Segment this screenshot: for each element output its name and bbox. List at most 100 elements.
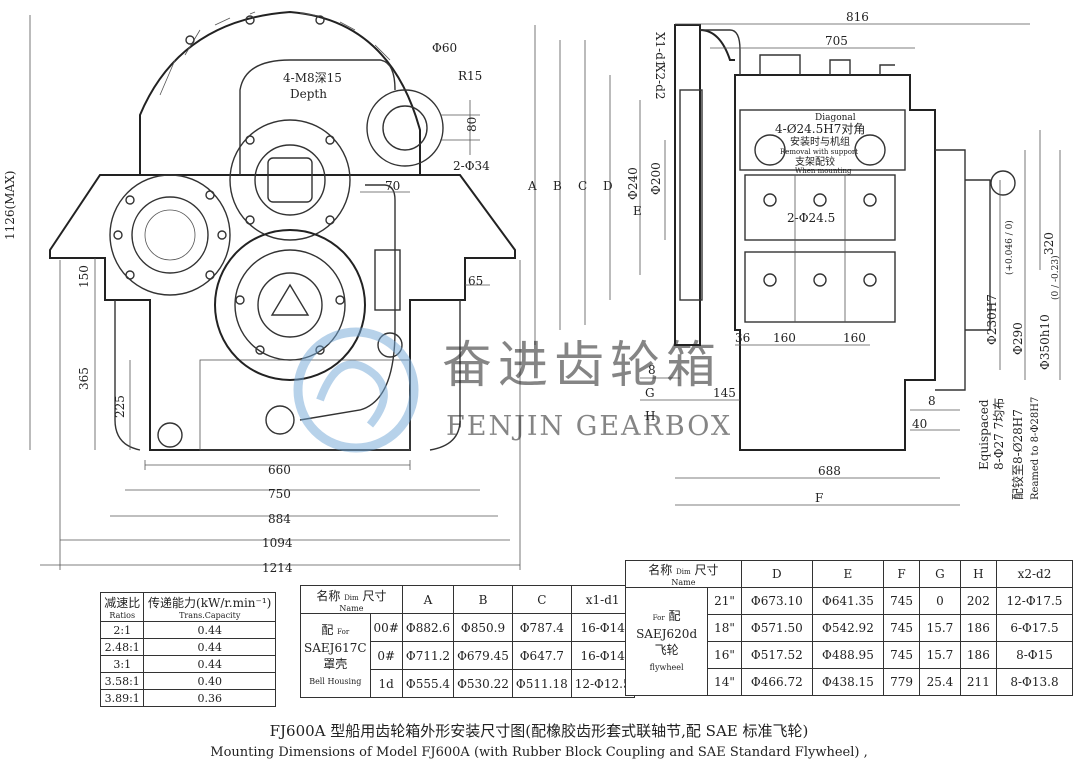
- support2-cn: 支架配铰: [795, 155, 835, 168]
- input-shaft-hub: [144, 209, 196, 261]
- dim-65: 65: [468, 274, 483, 288]
- col-header-G: G: [919, 560, 961, 588]
- value-cell: 15.7: [919, 614, 961, 642]
- table-row: 0# Φ711.2 Φ679.45 Φ647.7 16-Φ14: [301, 641, 635, 670]
- upper-gear-outer: [229, 119, 351, 241]
- flywheel-table: 名称 Dim 尺寸 Name D E F G H x2-d2 For 配 SAE…: [624, 560, 1074, 696]
- support-cn: 安装时与机组: [790, 135, 850, 148]
- value-cell: 186: [959, 641, 997, 669]
- table-row: 16" Φ517.52 Φ488.95 745 15.7 186 8-Φ15: [626, 641, 1074, 669]
- table-row: 1d Φ555.4 Φ530.22 Φ511.18 12-Φ12.5: [301, 669, 635, 698]
- dim-A: A: [527, 179, 537, 193]
- ratio-cell: 2:1: [99, 621, 145, 639]
- dim-1094: 1094: [262, 536, 293, 550]
- dim-884: 884: [268, 512, 291, 526]
- size-cell: 21": [707, 587, 742, 615]
- dim-B: B: [553, 179, 562, 193]
- dim-m8: 4-M8深15: [283, 71, 342, 85]
- input-shaft-inner: [131, 196, 209, 274]
- value-cell: 779: [882, 668, 921, 696]
- dim-705: 705: [825, 34, 848, 48]
- oil-filter: [374, 249, 401, 311]
- front-dimension-lines: [29, 15, 521, 570]
- value-cell: 745: [882, 587, 921, 615]
- dim-1214: 1214: [262, 561, 293, 575]
- value-cell: Φ787.4: [511, 613, 572, 642]
- reamed-en: Reamed to 8-Φ28H7: [1030, 397, 1041, 500]
- watermark-logo-ring: [293, 327, 419, 453]
- dim-70: 70: [385, 179, 400, 193]
- side-view: 816 705 X1-d1 X2-d2 A B C D E Φ240 Φ200 …: [527, 10, 1061, 506]
- side-upper-block: [739, 109, 906, 171]
- capacity-cell: 0.44: [143, 655, 276, 673]
- oil-pump-port: [265, 405, 295, 435]
- capacity-cell: 0.44: [143, 621, 276, 639]
- dim-2-phi34: 2-Φ34: [453, 159, 490, 173]
- dim-height-max: 1126(MAX): [3, 171, 17, 240]
- value-cell: Φ466.72: [740, 668, 813, 696]
- dim-phi240: Φ240: [626, 167, 640, 200]
- caption-english: Mounting Dimensions of Model FJ600A (wit…: [210, 745, 868, 760]
- output-flange-inner: [257, 272, 323, 338]
- side-top-pipe: [700, 29, 741, 75]
- value-cell: 12-Φ17.5: [995, 587, 1074, 615]
- value-cell: Φ438.15: [811, 668, 884, 696]
- dim-8b: 8: [928, 394, 936, 408]
- dim-750: 750: [268, 487, 291, 501]
- ratio-cell: 3:1: [99, 655, 145, 673]
- front-view: 1126(MAX) 150 365 225 660 750 884 1094 1…: [3, 10, 521, 575]
- size-cell: 0#: [369, 641, 403, 670]
- dim-E: E: [633, 204, 642, 218]
- value-cell: 16-Φ14: [570, 613, 635, 642]
- front-bolt-holes: [113, 15, 345, 355]
- dim-688: 688: [818, 464, 841, 478]
- table-row: For 配 SAEJ620d 飞轮 flywheel 21" Φ673.10 Φ…: [624, 587, 1074, 696]
- col-header-x2d2: x2-d2: [995, 560, 1074, 588]
- side-mount-hole-left: [754, 134, 786, 166]
- value-cell: Φ673.10: [740, 587, 813, 615]
- bell-table-corner-header: 名称 Dim 尺寸 Name: [300, 585, 403, 614]
- dim-2-phi24-5: 2-Φ24.5: [787, 211, 835, 225]
- col-header-B: B: [453, 585, 513, 614]
- value-cell: Φ555.4: [401, 669, 455, 698]
- side-flywheel-plate: [679, 89, 703, 301]
- side-lower-block: [744, 251, 896, 323]
- mounting-en: When mounting: [795, 167, 852, 175]
- oil-pipe-upper: [239, 59, 396, 175]
- dim-8a: 8: [648, 363, 656, 377]
- dim-150: 150: [77, 265, 91, 288]
- diagonal-en: Diagonal: [815, 113, 856, 123]
- col-header-A: A: [401, 585, 455, 614]
- output-flange-mid: [234, 249, 346, 361]
- capacity-cell: 0.40: [143, 672, 276, 690]
- input-shaft-outer: [109, 174, 231, 296]
- side-bell-housing: [674, 24, 735, 346]
- dim-40: 40: [912, 417, 927, 431]
- col-header-C: C: [511, 585, 572, 614]
- value-cell: 6-Φ17.5: [995, 614, 1074, 642]
- drain-plug: [157, 422, 183, 448]
- dim-phi60: Φ60: [432, 41, 457, 55]
- value-cell: Φ530.22: [453, 669, 513, 698]
- side-output-flange: [935, 149, 991, 391]
- value-cell: 0: [919, 587, 961, 615]
- fly-group-label: For 配 SAEJ620d 飞轮 flywheel: [624, 587, 709, 696]
- side-bolt-holes: [763, 193, 877, 287]
- capacity-header: 传递能力(kW/r.min⁻¹)Trans.Capacity: [143, 592, 276, 622]
- ratio-cell: 3.89:1: [99, 689, 145, 707]
- equispaced-label: Equispaced: [977, 399, 991, 470]
- capacity-cell: 0.44: [143, 638, 276, 656]
- col-header-E: E: [811, 560, 884, 588]
- dim-160b: 160: [843, 331, 866, 345]
- dim-660: 660: [268, 463, 291, 477]
- dim-H: H: [645, 409, 655, 423]
- dim-145: 145: [713, 386, 736, 400]
- value-cell: Φ488.95: [811, 641, 884, 669]
- value-cell: Φ711.2: [401, 641, 455, 670]
- col-header-D: D: [740, 560, 813, 588]
- watermark-en: FENJIN GEARBOX: [446, 411, 732, 442]
- value-cell: 202: [959, 587, 997, 615]
